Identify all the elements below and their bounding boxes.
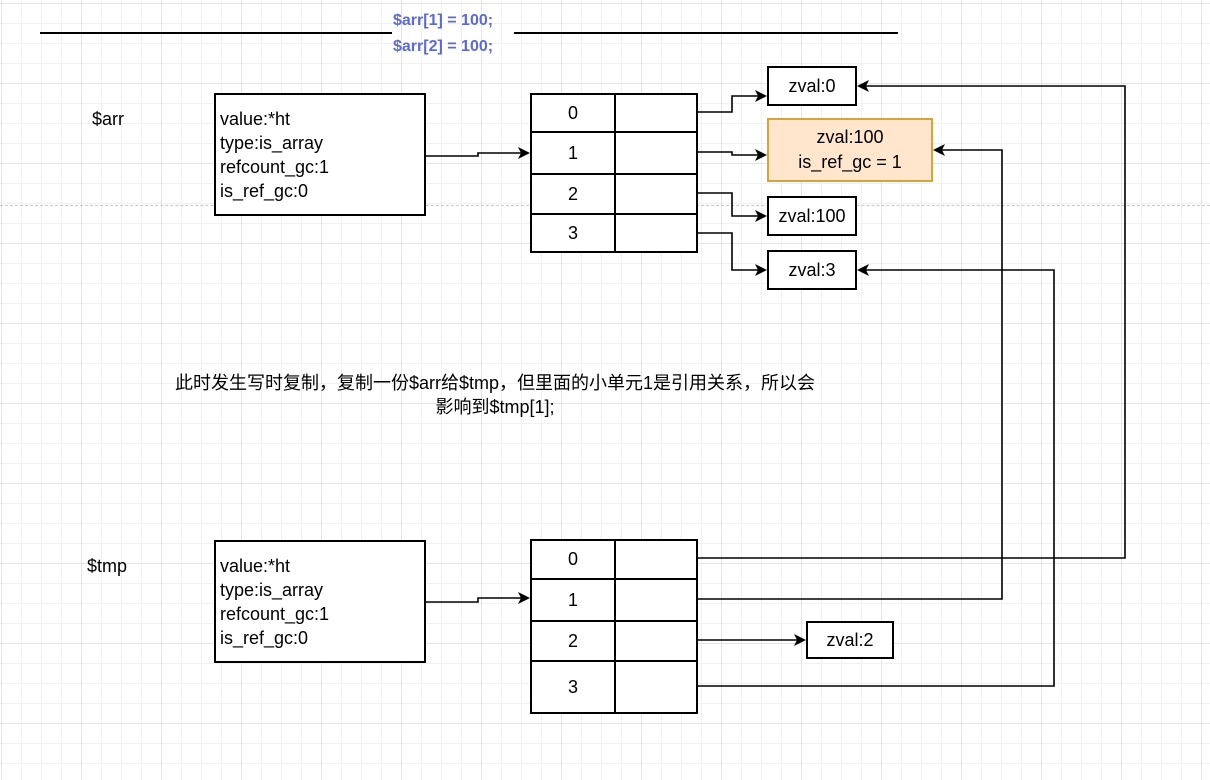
- tmp-slot-1-arrow: [698, 144, 1003, 600]
- zval-100-ref-box[interactable]: zval:100 is_ref_gc = 1: [767, 118, 933, 182]
- header-divider-left: [40, 32, 392, 34]
- zval-3-box[interactable]: zval:3: [767, 250, 857, 290]
- caption-line-2: 影响到$tmp[1];: [435, 397, 555, 417]
- tmp-zval-info-box[interactable]: value:*ht type:is_array refcount_gc:1 is…: [214, 540, 426, 663]
- tmp-ht-slot-3[interactable]: [614, 660, 698, 714]
- arr-slot-0-arrow: [698, 90, 767, 113]
- caption-line-1: 此时发生写时复制，复制一份$arr给$tmp，但里面的小单元1是引用关系，所以会: [174, 373, 816, 393]
- tmp-info-to-ht-arrow: [426, 592, 530, 604]
- tmp-zval-2-box[interactable]: zval:2: [806, 621, 894, 659]
- zval-100-ref-flag: is_ref_gc = 1: [798, 152, 902, 172]
- tmp-info-value: value:*ht: [220, 556, 291, 576]
- tmp-slot-3-arrow: [698, 264, 1055, 687]
- zval-0-box[interactable]: zval:0: [767, 66, 857, 106]
- arr-info-value: value:*ht: [220, 109, 291, 129]
- zval-100-ref-value: zval:100: [816, 127, 884, 147]
- tmp-info-refcount: refcount_gc:1: [220, 604, 330, 624]
- tmp-slot-0-arrow: [698, 80, 1126, 559]
- arr-info-type: type:is_array: [220, 133, 324, 153]
- arr-slot-2-arrow: [698, 192, 767, 222]
- tmp-ht-index-3[interactable]: 3: [530, 660, 616, 714]
- arr-info-to-ht-arrow: [426, 147, 530, 159]
- arr-slot-1-arrow: [698, 149, 767, 161]
- tmp-variable-label: $tmp: [87, 556, 128, 576]
- arr-info-isref: is_ref_gc:0: [220, 181, 309, 201]
- copy-on-write-caption: 此时发生写时复制，复制一份$arr给$tmp，但里面的小单元1是引用关系，所以会…: [100, 371, 890, 419]
- arr-ht-index-1[interactable]: 1: [530, 131, 616, 175]
- arr-info-refcount: refcount_gc:1: [220, 157, 330, 177]
- arr-zval-info-box[interactable]: value:*ht type:is_array refcount_gc:1 is…: [214, 93, 426, 216]
- arr-ht-index-0[interactable]: 0: [530, 93, 616, 133]
- header-divider-right: [514, 32, 898, 34]
- arr-variable-label: $arr: [92, 109, 125, 129]
- zval-100-box[interactable]: zval:100: [767, 196, 857, 236]
- arr-slot-3-arrow: [698, 232, 767, 276]
- code-line-2: $arr[2] = 100;: [393, 38, 494, 55]
- code-line-1: $arr[1] = 100;: [393, 12, 494, 29]
- arr-ht-slot-3[interactable]: [614, 213, 698, 253]
- tmp-info-isref: is_ref_gc:0: [220, 628, 309, 648]
- tmp-ht-index-2[interactable]: 2: [530, 620, 616, 662]
- tmp-info-type: type:is_array: [220, 580, 324, 600]
- arr-ht-slot-1[interactable]: [614, 131, 698, 175]
